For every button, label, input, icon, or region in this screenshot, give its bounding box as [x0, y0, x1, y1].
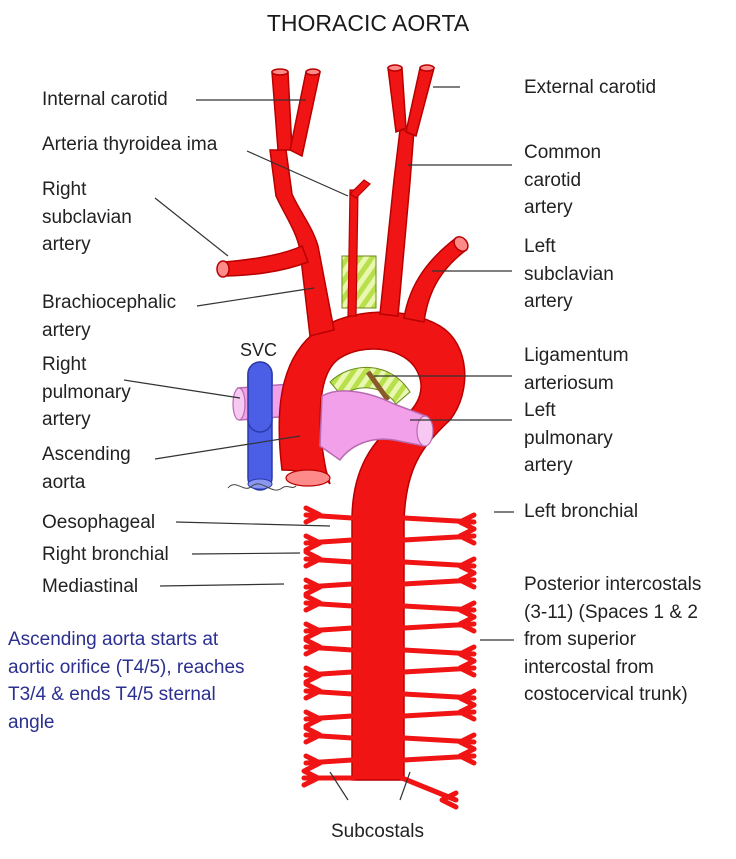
left-intercostal-branch [303, 505, 355, 525]
right-intercostal-branch [401, 512, 477, 532]
right-intercostal-branch [401, 644, 477, 664]
left-intercostal-branch [303, 533, 355, 553]
subcostal-branch-right [399, 775, 459, 810]
label-right-subclavian: Right subclavian artery [42, 179, 132, 255]
label-external-carotid: External carotid [524, 77, 657, 98]
left-intercostal-branch [303, 577, 355, 597]
ascending-aorta-cut [285, 469, 331, 487]
right-intercostal-branch [401, 746, 477, 766]
subcostal-branch-left [301, 768, 357, 788]
label-ascending-aorta: Ascending aorta [42, 444, 131, 493]
label-mediastinal: Mediastinal [42, 576, 139, 597]
label-common-carotid: Common carotid artery [524, 142, 602, 218]
left-intercostal-branch [303, 725, 355, 745]
left-intercostal-branch [303, 709, 355, 729]
label-oesophageal: Oesophageal [42, 512, 156, 533]
left-intercostal-branch [303, 665, 355, 685]
left-intercostal-branch [303, 753, 355, 773]
label-arteria-thyroidea-ima: Arteria thyroidea ima [42, 134, 218, 155]
right-intercostal-branch [401, 556, 477, 576]
pulmonary-trunk [319, 390, 434, 462]
right-intercostal-branch [401, 614, 477, 634]
left-intercostal-branch [303, 621, 355, 641]
label-posterior-intercostals: Posterior intercostals (3-11) (Spaces 1 … [524, 574, 702, 705]
left-intercostal-branch [303, 549, 355, 569]
trachea-segment [341, 255, 377, 309]
label-subcostals: Subcostals [331, 821, 424, 842]
left-subclavian [403, 236, 469, 323]
label-right-pulmonary: Right pulmonary artery [42, 354, 131, 430]
left-common-carotid [379, 64, 435, 317]
right-intercostal-branch [401, 702, 477, 722]
right-intercostal-branch [401, 570, 477, 590]
right-intercostal-branch [401, 658, 477, 678]
label-left-pulmonary: Left pulmonary artery [524, 400, 613, 476]
label-right-bronchial: Right bronchial [42, 544, 169, 565]
label-svc: SVC [240, 340, 278, 360]
right-intercostal-branch [401, 526, 477, 546]
label-brachiocephalic: Brachiocephalic artery [42, 292, 177, 341]
left-intercostal-branch [303, 637, 355, 657]
label-left-subclavian: Left subclavian artery [524, 236, 614, 312]
diagram-title: THORACIC AORTA [266, 10, 470, 36]
thyroidea-ima [347, 179, 371, 317]
descending-branches [301, 505, 477, 810]
ascending-aorta-note: Ascending aorta starts at aortic orifice… [8, 629, 245, 733]
brachiocephalic-trunk [216, 68, 335, 337]
right-intercostal-branch [401, 732, 477, 752]
left-intercostal-branch [303, 593, 355, 613]
left-intercostal-branch [303, 681, 355, 701]
svc-front [247, 361, 273, 433]
label-ligamentum-arteriosum: Ligamentum arteriosum [524, 345, 629, 394]
leader-lines [123, 86, 514, 801]
right-intercostal-branch [401, 688, 477, 708]
label-left-bronchial: Left bronchial [524, 501, 639, 522]
label-internal-carotid: Internal carotid [42, 89, 168, 110]
right-intercostal-branch [401, 600, 477, 620]
